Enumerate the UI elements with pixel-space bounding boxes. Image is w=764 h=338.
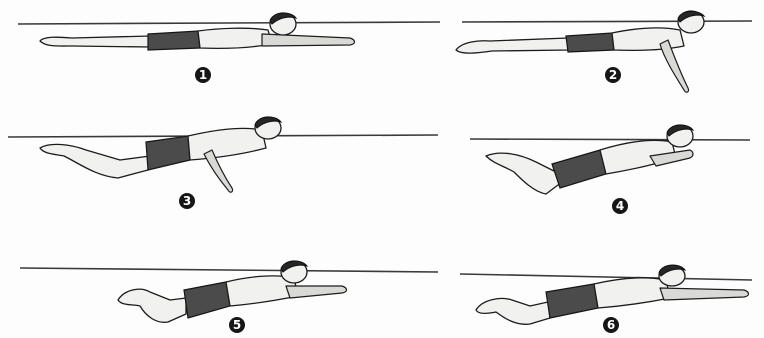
swimmer-6-torso <box>594 278 670 308</box>
step-badge-3: 3 <box>179 193 195 209</box>
step-badge-1: 1 <box>195 67 211 83</box>
swimmer-2-torso <box>612 28 684 50</box>
water-line-1 <box>18 22 440 24</box>
swimmer-2-legs <box>456 38 570 53</box>
step-badge-5-label: 5 <box>233 318 241 332</box>
figure-panel-4: 4 <box>470 125 750 214</box>
swimmer-4-trunks <box>552 150 606 188</box>
step-badge-4-label: 4 <box>616 199 624 213</box>
step-badge-6: 6 <box>603 317 619 333</box>
swimmer-4 <box>486 125 693 194</box>
step-badge-2-label: 2 <box>609 68 617 82</box>
swimmer-5-arms <box>286 286 347 298</box>
step-badge-3-label: 3 <box>183 194 191 208</box>
figure-panel-6: 6 <box>460 265 752 333</box>
swimmer-1-legs <box>40 36 150 47</box>
swimmer-3 <box>40 117 281 192</box>
step-badge-5: 5 <box>229 317 245 333</box>
figure-panel-5: 5 <box>20 261 438 333</box>
figure-panel-1: 1 <box>18 13 440 83</box>
swimmer-1-torso <box>198 28 272 48</box>
swimmer-6-arms <box>660 288 749 300</box>
swimmer-3-trunks <box>146 136 190 170</box>
swimmer-3-torso <box>188 128 266 160</box>
swimmer-4-legs <box>486 153 562 194</box>
swimmer-2 <box>456 11 704 92</box>
step-badge-2: 2 <box>605 67 621 83</box>
swimmer-5-legs <box>118 289 186 322</box>
swimmer-1-trunks <box>148 31 200 50</box>
swimmer-2-trunks <box>566 33 614 52</box>
swimmer-6-trunks <box>546 284 598 318</box>
swimmer-1-arms <box>262 34 355 46</box>
step-badge-6-label: 6 <box>607 318 615 332</box>
swimmer-5-trunks <box>184 282 230 318</box>
water-line-2 <box>462 21 752 22</box>
step-badge-1-label: 1 <box>199 68 207 82</box>
swimmer-3-legs <box>40 144 150 178</box>
water-line-4 <box>470 139 750 140</box>
water-line-6 <box>460 274 752 280</box>
figure-panel-3: 3 <box>8 117 438 209</box>
figure-panel-2: 2 <box>456 11 752 92</box>
swimmer-1 <box>40 13 355 50</box>
water-line-5 <box>20 268 438 272</box>
swimmer-6 <box>476 265 749 324</box>
step-badge-4: 4 <box>612 198 628 214</box>
swimmer-6-legs <box>476 298 550 324</box>
